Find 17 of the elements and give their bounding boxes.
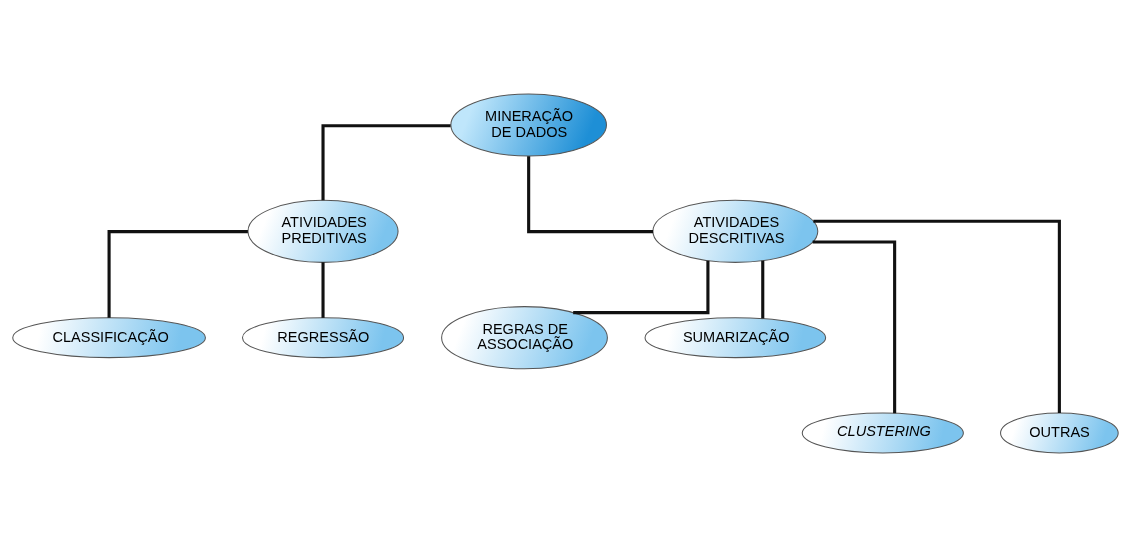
node-ellipse: CLUSTERING (801, 412, 964, 454)
connector (527, 156, 654, 234)
connector (321, 262, 325, 318)
connector (321, 124, 451, 201)
node-ellipse: SUMARIZAÇÃO (644, 317, 827, 359)
node-ellipse: REGRESSÃO (241, 317, 405, 359)
node-ellipse: ATIVIDADES DESCRITIVAS (652, 199, 819, 263)
connector (813, 219, 1061, 414)
connector (107, 230, 248, 318)
node-ellipse: OUTRAS (1000, 412, 1119, 454)
node-ellipse: CLASSIFICAÇÃO (12, 317, 206, 359)
connector (761, 260, 765, 319)
node-ellipse: REGRAS DE ASSOCIAÇÃO (441, 306, 608, 370)
node-ellipse: ATIVIDADES PREDITIVAS (247, 199, 399, 263)
connector (573, 260, 710, 315)
connector (812, 240, 897, 414)
node-ellipse: MINERAÇÃO DE DADOS (450, 93, 607, 157)
